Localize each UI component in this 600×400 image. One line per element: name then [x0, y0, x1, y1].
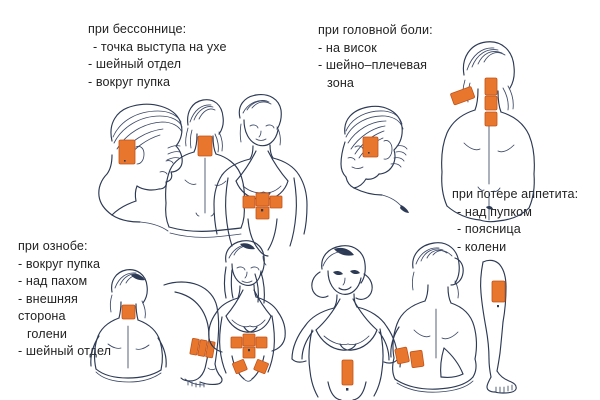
- fig-back-lumbar: [390, 242, 477, 393]
- fig-legs-shin: [163, 281, 223, 388]
- chills-heading: при ознобе:: [18, 239, 88, 253]
- headache-item-2: - шейно–плечевая: [318, 58, 428, 72]
- fig-leg-knee: [480, 259, 517, 394]
- fig-head-temple: [340, 105, 409, 213]
- fig-back-neck-1: [165, 99, 245, 238]
- headache-item-3: зона: [327, 75, 354, 90]
- chills-item-3: - внешняя: [18, 291, 78, 306]
- insomnia-item-3: - вокруг пупка: [88, 74, 171, 89]
- chills-item-6: - шейный отдел: [18, 344, 112, 358]
- fig-front-navel-groin: [208, 240, 286, 382]
- text-block-insomnia: при бессоннице: - точка выступа на ухе -…: [88, 21, 227, 91]
- insomnia-item-1: - точка выступа на ухе: [93, 39, 227, 54]
- fig-front-abdomen: [291, 245, 398, 400]
- insomnia-heading: при бессоннице:: [88, 22, 187, 36]
- chills-item-1: - вокруг пупка: [18, 256, 101, 271]
- headache-item-1: - на висок: [318, 40, 377, 55]
- fig-front-navel: [213, 94, 308, 266]
- appetite-item-1: - над пупком: [457, 204, 532, 219]
- appetite-item-3: - колени: [457, 239, 507, 254]
- appetite-item-2: - поясница: [457, 222, 521, 236]
- text-block-headache: при головной боли: - на висок - шейно–пл…: [318, 22, 433, 92]
- text-block-chills: при ознобе: - вокруг пупка - над пахом -…: [18, 238, 111, 361]
- fig-back-neck-shoulder: [441, 41, 535, 223]
- fig-head-profile-ear: [98, 103, 183, 232]
- chills-item-5: голени: [27, 326, 67, 341]
- chills-item-4: сторона: [18, 309, 66, 323]
- fig-back-sitting-neck: [90, 269, 167, 383]
- chills-item-2: - над пахом: [18, 274, 88, 288]
- headache-heading: при головной боли:: [318, 23, 433, 37]
- insomnia-item-2: - шейный отдел: [88, 57, 182, 71]
